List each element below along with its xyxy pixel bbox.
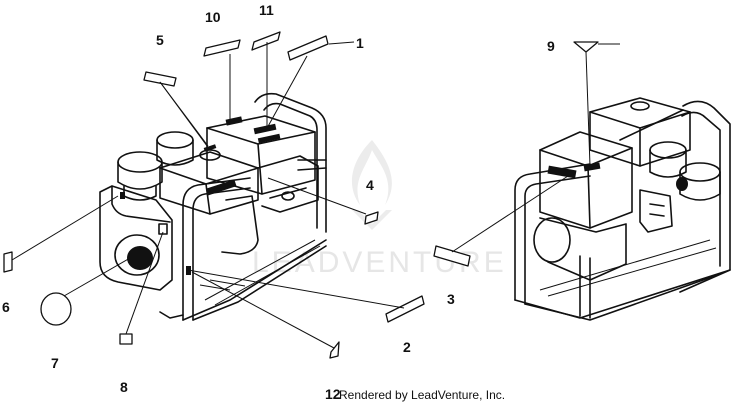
footer-credit: Rendered by LeadVenture, Inc. (339, 388, 505, 402)
decal-4 (364, 211, 379, 225)
rear-frame (514, 100, 731, 321)
callout-6: 6 (2, 299, 10, 315)
outlet-ring (114, 234, 160, 276)
callout-8: 8 (120, 379, 128, 395)
engine (117, 131, 259, 255)
callout-5: 5 (156, 32, 164, 48)
callout-3: 3 (447, 291, 455, 307)
callout-12: 12 (325, 386, 341, 402)
cap-decal (203, 144, 217, 152)
callout-10: 10 (205, 9, 221, 25)
decal-6 (3, 251, 13, 273)
callout-9: 9 (547, 38, 555, 54)
decal-9 (573, 41, 599, 53)
rear-fuel-cap (630, 101, 650, 111)
decal-2 (385, 295, 425, 323)
callout-7: 7 (51, 355, 59, 371)
callout-2: 2 (403, 339, 411, 355)
alternator (99, 185, 191, 291)
muffler (257, 155, 319, 213)
engine-decal (205, 179, 237, 196)
decal-3 (433, 245, 471, 267)
rear-decal-9 (583, 162, 601, 172)
generator-front-view (99, 92, 327, 321)
rear-decal-3 (547, 165, 577, 179)
callout-1: 1 (356, 35, 364, 51)
decal-10 (203, 39, 241, 57)
decal-12 (329, 341, 340, 359)
tank-decal-10 (225, 116, 243, 126)
rear-alternator-cover (533, 217, 571, 263)
leader-lines (11, 41, 620, 349)
generator-rear-view (514, 97, 731, 321)
loose-parts (3, 31, 599, 359)
callout-11: 11 (259, 2, 274, 18)
rear-fuel-tank (589, 97, 691, 167)
tank-decal-1 (253, 123, 277, 135)
decal-11 (251, 31, 281, 51)
decal-8 (119, 333, 133, 345)
cap-7 (40, 292, 72, 326)
air-cleaner (117, 151, 163, 173)
switch-decal (120, 192, 125, 199)
tank-decal-11 (257, 133, 281, 144)
plug-decal (158, 223, 168, 235)
decal-5 (143, 71, 177, 87)
decal-1 (287, 35, 329, 61)
watermark-logo (351, 140, 392, 230)
outlet-hole (127, 246, 153, 270)
callout-4: 4 (366, 177, 374, 193)
rear-engine (533, 131, 721, 281)
callouts: 1 2 3 4 5 6 7 8 9 10 11 12 (2, 2, 555, 402)
rear-air-cleaner (649, 141, 687, 159)
fuel-tank (206, 115, 316, 195)
